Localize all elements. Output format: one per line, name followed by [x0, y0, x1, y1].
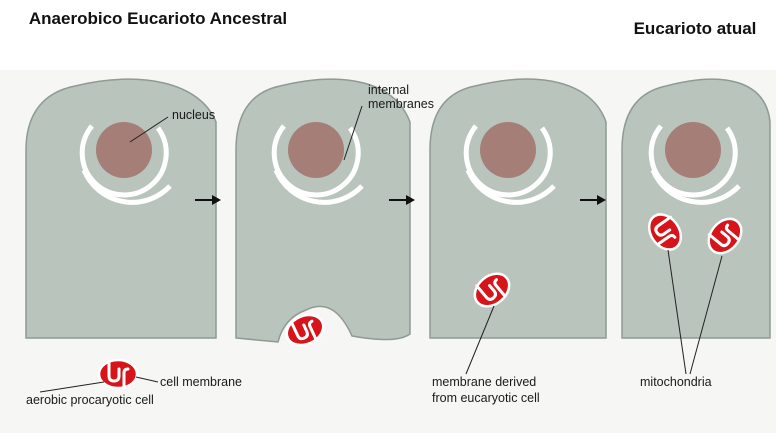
- label-cell-membrane: cell membrane: [160, 375, 242, 389]
- label-nucleus: nucleus: [172, 108, 215, 122]
- label-aerobic-procaryotic-cell: aerobic procaryotic cell: [26, 393, 154, 407]
- leader-aerobic-cell: [40, 382, 104, 392]
- label-internal-membranes-line2: membranes: [368, 97, 434, 111]
- label-mitochondria: mitochondria: [640, 375, 712, 389]
- label-internal-membranes-line1: internal: [368, 83, 409, 97]
- cell-body: [236, 79, 410, 342]
- nucleus: [665, 122, 721, 178]
- leader-cell-membrane: [136, 377, 158, 382]
- cell-body: [622, 79, 770, 338]
- nucleus: [96, 122, 152, 178]
- cell-4: [622, 79, 770, 338]
- cell-body: [430, 79, 606, 338]
- nucleus: [288, 122, 344, 178]
- cell-2: [236, 79, 410, 342]
- cell-3: [430, 79, 606, 338]
- nucleus: [480, 122, 536, 178]
- label-membrane-derived-line1: membrane derived: [432, 375, 536, 389]
- aerobic-procaryote: [99, 360, 137, 388]
- label-membrane-derived-line2: from eucaryotic cell: [432, 391, 540, 405]
